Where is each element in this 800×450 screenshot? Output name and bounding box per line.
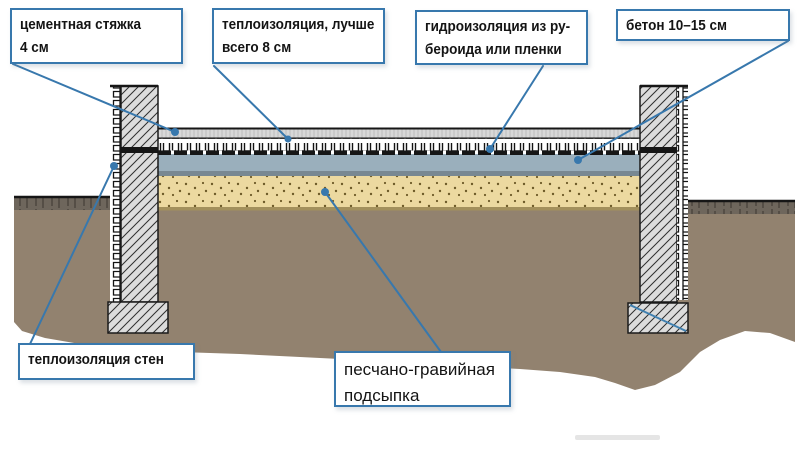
label-waterproofing-line2: бероида или пленки	[425, 40, 562, 58]
sand-bottom-edge	[158, 207, 640, 211]
soil-ground	[14, 197, 795, 390]
footing-diagonal-mark	[629, 304, 687, 332]
label-sand-gravel-line2: подсыпка	[344, 385, 420, 405]
dot-wall-insulation	[110, 162, 118, 170]
layer-concrete	[158, 154, 640, 173]
wall-insulation-right	[677, 86, 688, 300]
leader-lines	[12, 40, 789, 353]
layer-cement-screed	[158, 129, 640, 138]
label-cement-screed-line1: цементная стяжка	[20, 16, 142, 33]
layer-floor-insulation	[158, 137, 640, 151]
label-sand-gravel: песчано-гравийная подсыпка	[334, 351, 511, 407]
leader-sand-gravel	[324, 191, 442, 353]
label-cement-screed: цементная стяжка 4 см	[10, 8, 183, 64]
dot-concrete	[574, 156, 582, 164]
label-floor-insulation: теплоизоляция, лучше всего 8 см	[212, 8, 385, 64]
dot-sand-gravel	[321, 188, 329, 196]
label-wall-insulation-line1: теплоизоляция стен	[28, 351, 164, 368]
waterproofing-through-wall-right	[640, 147, 677, 153]
label-floor-insulation-line2: всего 8 см	[222, 38, 292, 56]
leader-waterproofing	[489, 65, 544, 150]
dot-floor-insulation	[284, 135, 292, 143]
wall-insulation-left	[110, 86, 121, 302]
shadow-artifact	[575, 435, 660, 440]
label-cement-screed-line2: 4 см	[20, 38, 49, 56]
leader-floor-insulation	[213, 65, 289, 140]
leader-cement-screed	[12, 63, 176, 133]
wall-right	[639, 85, 678, 303]
waterproofing-through-wall-left	[121, 147, 158, 153]
dot-cement-screed	[171, 128, 179, 136]
label-concrete: бетон 10–15 см	[616, 9, 790, 41]
label-waterproofing: гидроизоляция из ру- бероида или пленки	[415, 10, 588, 65]
label-waterproofing-line1: гидроизоляция из ру-	[425, 18, 571, 35]
label-concrete-line1: бетон 10–15 см	[626, 17, 728, 34]
ground-band-left	[14, 197, 112, 210]
layer-sand-gravel	[158, 176, 640, 209]
leader-dots	[110, 128, 582, 196]
ground-band-right	[688, 201, 795, 214]
leader-wall-insulation	[29, 165, 115, 345]
wall-left	[120, 85, 159, 303]
concrete-bottom-edge	[158, 171, 640, 176]
footing-left	[107, 301, 169, 334]
label-sand-gravel-line1: песчано-гравийная	[344, 360, 495, 379]
leader-concrete	[577, 40, 789, 161]
label-wall-insulation: теплоизоляция стен	[18, 343, 195, 380]
label-floor-insulation-line1: теплоизоляция, лучше	[222, 16, 375, 33]
dot-waterproofing	[486, 145, 494, 153]
